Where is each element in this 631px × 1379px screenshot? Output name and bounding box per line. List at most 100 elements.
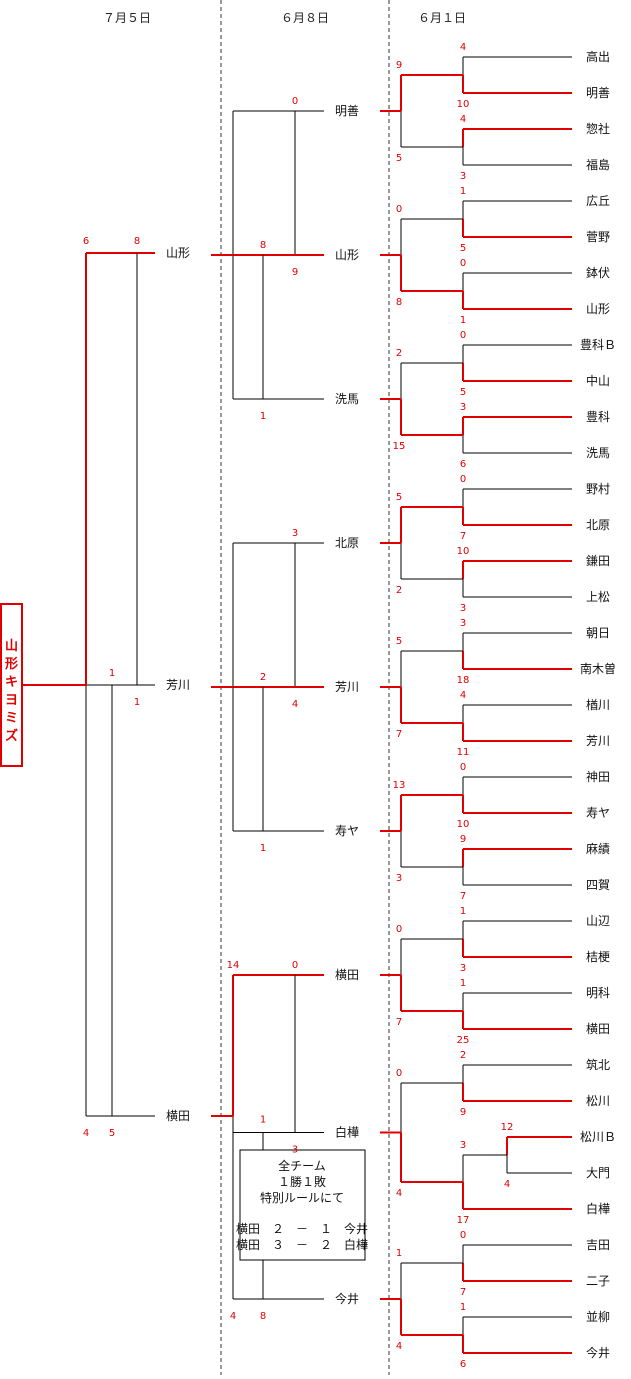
score-r1: 4 — [460, 42, 466, 53]
team-r1: 吉田 — [586, 1238, 610, 1252]
score-r1b: 0 — [396, 924, 402, 935]
score-r1: 2 — [460, 1050, 466, 1061]
team-r3: 芳川 — [166, 678, 190, 692]
score-r3: 1 — [109, 668, 115, 679]
score-r1: 1 — [460, 186, 466, 197]
score-r1: 10 — [457, 99, 470, 110]
score-r1: 4 — [504, 1179, 510, 1190]
score-r1: 10 — [457, 546, 470, 557]
score-r1b: 5 — [396, 636, 402, 647]
team-r1: 四賀 — [586, 878, 610, 892]
team-r1: 鉢伏 — [586, 266, 610, 280]
score-r2: 14 — [227, 960, 240, 971]
team-r1: 神田 — [586, 770, 610, 784]
score-r1b: 7 — [396, 1017, 402, 1028]
note-line: 全チーム — [278, 1158, 326, 1173]
team-r1: 豊科 — [586, 410, 610, 424]
score-r1: 0 — [460, 474, 466, 485]
team-r1: 寿ヤ — [586, 806, 610, 820]
team-r3: 横田 — [166, 1109, 190, 1123]
score-r1: 0 — [460, 1230, 466, 1241]
score-r1: 10 — [457, 819, 470, 830]
score-r2: 0 — [292, 960, 298, 971]
score-r1: 4 — [460, 690, 466, 701]
team-r1: 麻績 — [586, 841, 610, 856]
score-r1: 1 — [460, 1302, 466, 1313]
score-r1b: 5 — [396, 153, 402, 164]
team-r1: 山形 — [586, 302, 610, 316]
score-r1: 7 — [460, 531, 466, 542]
score-r1b: 7 — [396, 729, 402, 740]
score-r2: 8 — [260, 240, 266, 251]
score-r1: 1 — [460, 906, 466, 917]
score-r3: 1 — [134, 697, 140, 708]
score-r3: 4 — [83, 1128, 89, 1139]
team-r3: 山形 — [166, 246, 190, 260]
score-r1: 3 — [460, 618, 466, 629]
champion-box — [0, 603, 23, 767]
team-r1: 明科 — [586, 986, 610, 1000]
team-r1: 芳川 — [586, 734, 610, 748]
score-r1: 18 — [457, 675, 470, 686]
score-r2: 0 — [292, 96, 298, 107]
note-line: 特別ルールにて — [260, 1190, 344, 1205]
team-r1: 今井 — [586, 1345, 610, 1360]
score-r2: 9 — [292, 267, 298, 278]
score-r1: 7 — [460, 1287, 466, 1298]
score-r1: 3 — [460, 402, 466, 413]
team-r1: 大門 — [586, 1166, 610, 1180]
score-r1: 1 — [460, 978, 466, 989]
score-r1: 3 — [460, 603, 466, 614]
team-r1: 山辺 — [586, 914, 610, 928]
team-r1: 明善 — [586, 85, 610, 100]
champion-char: 形 — [5, 657, 18, 672]
score-r1: 9 — [460, 834, 466, 845]
bracket-lines — [0, 0, 572, 1375]
team-r1: 野村 — [586, 482, 610, 496]
score-r1b: 3 — [396, 873, 402, 884]
score-r1: 6 — [460, 459, 466, 470]
score-r1b: 0 — [396, 204, 402, 215]
team-r1: 高出 — [586, 49, 610, 64]
score-r1b: 15 — [393, 441, 406, 452]
team-r2: 北原 — [335, 536, 359, 550]
score-r2: 2 — [260, 672, 266, 683]
score-r1: 11 — [457, 747, 470, 758]
team-r1: 横田 — [586, 1022, 610, 1036]
score-r1: 0 — [460, 258, 466, 269]
score-r2: 1 — [260, 1115, 266, 1126]
team-r1: 菅野 — [586, 230, 610, 244]
score-r2: 4 — [292, 699, 298, 710]
champion-char: ミ — [5, 711, 18, 726]
team-r2: 今井 — [335, 1291, 359, 1306]
note-box — [239, 1149, 366, 1261]
score-r1b: 4 — [396, 1341, 402, 1352]
score-r1: 3 — [460, 171, 466, 182]
team-r2: 横田 — [335, 968, 359, 982]
team-r1: 広丘 — [586, 194, 610, 208]
team-r1: 鎌田 — [586, 553, 610, 568]
bracket-labels: ７月５日 ６月８日 ６月１日 高出明善惣社福島広丘菅野鉢伏山形豊科Ｂ中山豊科洗馬… — [5, 11, 616, 1370]
team-r2: 寿ヤ — [335, 824, 359, 838]
score-r1b: 1 — [396, 1248, 402, 1259]
score-r1: 4 — [460, 114, 466, 125]
team-r1: 朝日 — [586, 626, 610, 640]
score-r1: 9 — [460, 1107, 466, 1118]
score-r1: 12 — [501, 1122, 514, 1133]
score-r1: 5 — [460, 243, 466, 254]
score-r1b: 5 — [396, 492, 402, 503]
score-r1: 3 — [460, 1140, 466, 1151]
score-r1b: 9 — [396, 60, 402, 71]
champion-char: ヨ — [5, 693, 18, 708]
date-r4: ７月５日 — [103, 11, 151, 25]
score-r1: 5 — [460, 387, 466, 398]
score-r3: 8 — [134, 236, 140, 247]
note-line: １勝１敗 — [278, 1174, 326, 1189]
team-r1: 松川 — [586, 1094, 610, 1108]
team-r1: 楢川 — [586, 697, 610, 712]
score-r1: 1 — [460, 315, 466, 326]
champion-char: 山 — [5, 638, 18, 654]
score-r3: 6 — [83, 236, 89, 247]
date-r1: ６月１日 — [418, 11, 466, 25]
